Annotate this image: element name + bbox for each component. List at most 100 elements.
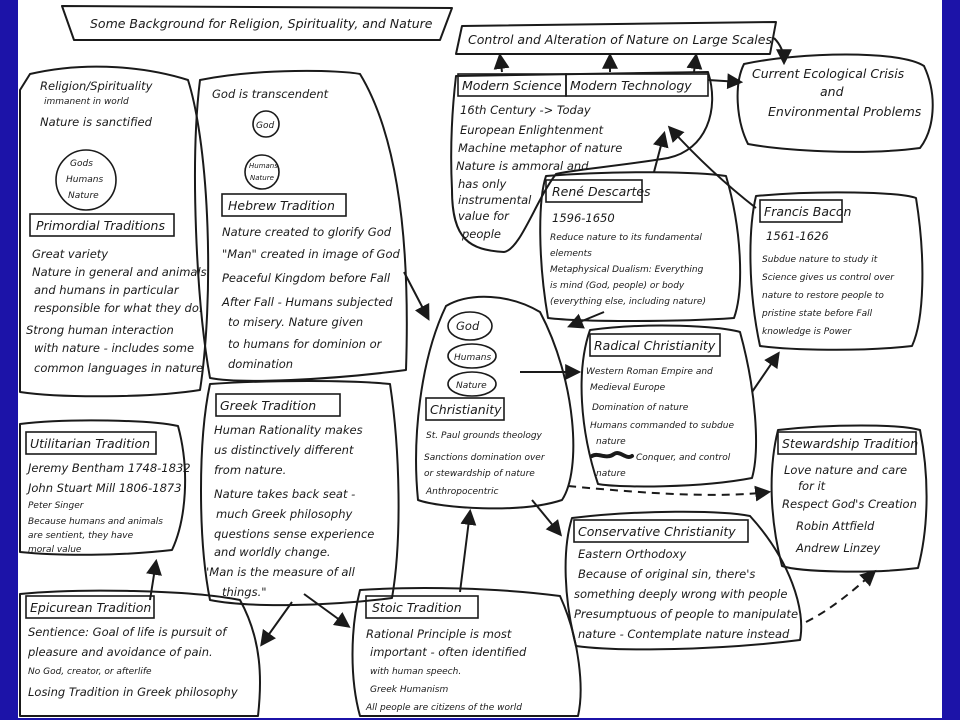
epicurean-node: Epicurean Tradition Sentience: Goal of l… bbox=[19, 589, 261, 717]
hebrew-line: to misery. Nature given bbox=[228, 315, 363, 329]
utilitarian-heading: Utilitarian Tradition bbox=[30, 436, 150, 451]
descartes-node: René Descartes 1596-1650 Reduce nature t… bbox=[539, 171, 742, 322]
conservative-christianity-node: Conservative Christianity Eastern Orthod… bbox=[564, 510, 803, 651]
stoic-line: important - often identified bbox=[370, 645, 527, 659]
arrow-control-to-crisis bbox=[773, 37, 792, 66]
greek-line: us distinctively different bbox=[214, 443, 354, 457]
greek-heading: Greek Tradition bbox=[220, 398, 316, 413]
hebrew-line: to humans for dominion or bbox=[228, 337, 383, 351]
arrow-greek-to-epicurean bbox=[260, 601, 293, 647]
bacon-line: nature to restore people to bbox=[762, 291, 884, 301]
stoic-line: All people are citizens of the world bbox=[365, 703, 522, 713]
descartes-line: (everything else, including nature) bbox=[550, 297, 706, 307]
epicurean-line: Sentience: Goal of life is pursuit of bbox=[28, 625, 228, 639]
descartes-line: Reduce nature to its fundamental bbox=[550, 233, 702, 243]
primordial-line: Strong human interaction bbox=[26, 323, 174, 337]
christianity-line: St. Paul grounds theology bbox=[426, 431, 543, 441]
conservative-heading: Conservative Christianity bbox=[578, 524, 736, 539]
title-banner: Some Background for Religion, Spirituali… bbox=[61, 5, 453, 41]
radical-line: Conquer, and control bbox=[636, 453, 731, 463]
stewardship-line: Robin Attfield bbox=[796, 519, 875, 533]
arrow-epicurean-to-utilitarian bbox=[146, 558, 162, 601]
modern-science-node: Modern Science Modern Technology 16th Ce… bbox=[450, 71, 714, 253]
transcendent-text: God is transcendent bbox=[212, 87, 329, 101]
christianity-stack-god: God bbox=[456, 319, 480, 333]
stewardship-heading: Stewardship Tradition bbox=[782, 436, 918, 451]
hebrew-line: Peaceful Kingdom before Fall bbox=[222, 271, 391, 285]
modern-line: has only bbox=[458, 177, 507, 191]
epicurean-line: Losing Tradition in Greek philosophy bbox=[28, 685, 238, 699]
primordial-heading: Primordial Traditions bbox=[36, 218, 165, 233]
immanent-line: Nature is sanctified bbox=[40, 115, 153, 129]
modern-line: instrumental bbox=[458, 193, 532, 207]
ecological-crisis-node: Current Ecological Crisis and Environmen… bbox=[736, 53, 934, 153]
bacon-line: knowledge is Power bbox=[762, 327, 853, 337]
greek-line: questions sense experience bbox=[214, 527, 374, 541]
christianity-line: or stewardship of nature bbox=[424, 469, 535, 479]
diagram-title: Some Background for Religion, Spirituali… bbox=[90, 16, 433, 31]
greek-tradition-node: Greek Tradition Human Rationality makes … bbox=[200, 380, 400, 607]
arrow-radical-to-bacon bbox=[751, 351, 780, 393]
stoic-line: with human speech. bbox=[370, 667, 461, 677]
gods-circle-label: Humans bbox=[66, 175, 103, 185]
arrow-stoic-to-christianity bbox=[459, 508, 477, 593]
utilitarian-line: moral value bbox=[28, 545, 82, 555]
primordial-line: with nature - includes some bbox=[34, 341, 194, 355]
stewardship-line: for it bbox=[798, 479, 826, 493]
utilitarian-line: Jeremy Bentham 1748-1832 bbox=[26, 461, 191, 475]
greek-line: Nature takes back seat - bbox=[214, 487, 355, 501]
hebrew-line: After Fall - Humans subjected bbox=[221, 295, 393, 309]
conservative-line: Presumptuous of people to manipulate bbox=[574, 607, 798, 621]
conservative-line: Because of original sin, there's bbox=[578, 567, 755, 581]
humans-nature-circle-label: Humans bbox=[249, 162, 278, 170]
greek-line: much Greek philosophy bbox=[216, 507, 352, 521]
utilitarian-line: Peter Singer bbox=[28, 501, 85, 511]
modern-line: Nature is ammoral and bbox=[456, 159, 589, 173]
radical-line: Domination of nature bbox=[592, 403, 689, 413]
conservative-line: nature - Contemplate nature instead bbox=[578, 627, 790, 641]
god-circle-label: God bbox=[256, 121, 274, 131]
modern-line: people bbox=[461, 227, 501, 241]
radical-line: Western Roman Empire and bbox=[586, 367, 713, 377]
christianity-stack-humans: Humans bbox=[454, 353, 491, 363]
arrow-bacon-to-modern bbox=[667, 125, 757, 209]
slide-frame bbox=[18, 0, 942, 718]
gods-circle-label: Nature bbox=[68, 191, 99, 201]
conservative-line: Eastern Orthodoxy bbox=[578, 547, 686, 561]
primordial-line: and humans in particular bbox=[34, 283, 180, 297]
radical-heading: Radical Christianity bbox=[594, 338, 716, 353]
christianity-stack-nature: Nature bbox=[456, 381, 487, 391]
greek-line: from nature. bbox=[214, 463, 286, 477]
primordial-line: Nature in general and animals bbox=[32, 265, 207, 279]
descartes-line: is mind (God, people) or body bbox=[550, 281, 685, 291]
radical-line: nature bbox=[596, 437, 626, 447]
bacon-heading: Francis Bacon bbox=[764, 204, 851, 219]
control-banner: Control and Alteration of Nature on Larg… bbox=[455, 21, 777, 55]
greek-line: things." bbox=[222, 585, 267, 599]
bacon-line: Subdue nature to study it bbox=[762, 255, 878, 265]
bacon-line: 1561-1626 bbox=[766, 229, 829, 243]
arrow-christianity-to-conservative bbox=[531, 499, 563, 537]
stewardship-line: Andrew Linzey bbox=[795, 541, 880, 555]
primordial-node: Religion/Spirituality immanent in world … bbox=[19, 65, 210, 398]
arrow-modern-to-crisis bbox=[707, 73, 744, 90]
bacon-node: Francis Bacon 1561-1626 Subdue nature to… bbox=[749, 191, 924, 351]
bacon-line: Science gives us control over bbox=[762, 273, 895, 283]
hebrew-line: Nature created to glorify God bbox=[222, 225, 392, 239]
utilitarian-line: John Stuart Mill 1806-1873 bbox=[26, 481, 182, 495]
utilitarian-line: Because humans and animals bbox=[28, 517, 163, 527]
immanent-line: immanent in world bbox=[44, 97, 129, 107]
arrows bbox=[146, 37, 877, 647]
arrow-christianity-to-stewardship-dashed bbox=[567, 485, 772, 502]
arrow-modern-to-control-left bbox=[493, 52, 510, 73]
stewardship-line: Love nature and care bbox=[784, 463, 907, 477]
modern-line: Machine metaphor of nature bbox=[458, 141, 622, 155]
descartes-line: elements bbox=[550, 249, 592, 259]
humans-nature-circle-label: Nature bbox=[250, 174, 274, 182]
immanent-line: Religion/Spirituality bbox=[40, 79, 153, 93]
greek-line: "Man is the measure of all bbox=[204, 565, 356, 579]
arrow-modern-to-control-right bbox=[686, 52, 703, 73]
scribble-mark bbox=[590, 451, 634, 459]
epicurean-line: No God, creator, or afterlife bbox=[28, 667, 152, 677]
crisis-line: and bbox=[820, 84, 844, 99]
